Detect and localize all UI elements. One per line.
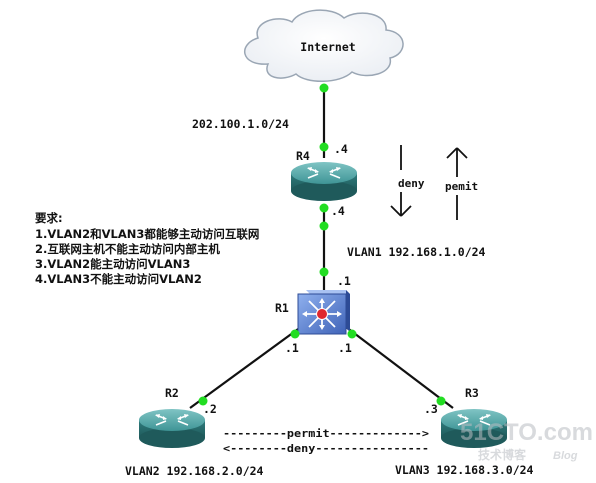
deny-downward-arrow [390,145,412,217]
watermark-blog: Blog [553,450,578,462]
port-indicators [198,83,446,406]
requirement-item: 3.VLAN2能主动访问VLAN3 [35,257,190,271]
watermark-main: 51CTO.com [460,419,593,446]
iface-r3: .3 [424,402,438,416]
network-vlan1-label: VLAN1 192.168.1.0/24 [347,245,486,259]
port-dot [319,221,329,231]
iface-r1-right: .1 [338,341,352,355]
requirements-block: 要求: 1.VLAN2和VLAN3都能够主动访问互联网 2.互联网主机不能主动访… [35,211,259,286]
iface-r4-bottom: .4 [331,204,345,218]
link-r1-r2 [189,323,306,409]
requirement-item: 1.VLAN2和VLAN3都能够主动访问互联网 [35,227,259,241]
router-r2-name: R2 [165,386,179,400]
watermark: 51CTO.com 技术博客 Blog [460,419,593,462]
router-r2-icon [138,408,206,449]
port-dot [198,396,208,406]
deny-label: deny [398,177,425,190]
internet-label: Internet [300,40,355,54]
permit-upward-arrow [446,147,468,220]
multilayer-switch-r1-icon [297,290,350,335]
r2-to-r3-permit-line: ---------permit-------------> [223,428,429,440]
port-dot [290,329,300,339]
port-dot [319,203,329,213]
link-r1-r3 [341,323,454,409]
iface-r4-top: .4 [334,142,348,156]
network-wan-label: 202.100.1.0/24 [192,117,289,131]
requirement-item: 4.VLAN3不能主动访问VLAN2 [35,272,202,286]
port-dot [436,396,446,406]
router-r4-icon [290,161,358,202]
port-dot [319,83,329,93]
internet-cloud-icon: Internet [243,9,404,82]
iface-r1-top: .1 [337,274,351,288]
router-r4-name: R4 [296,149,310,163]
permit-label: pemit [445,180,478,193]
iface-r1-left: .1 [285,341,299,355]
watermark-sub: 技术博客 [478,447,527,462]
requirements-title: 要求: [35,211,63,225]
r3-to-r2-deny-line: <--------deny---------------- [223,443,429,455]
interface-labels: .4 .4 .1 .1 .1 .2 .3 [203,142,438,416]
switch-r1-name: R1 [275,301,289,315]
port-dot [319,267,329,277]
requirement-item: 2.互联网主机不能主动访问内部主机 [35,242,220,256]
iface-r2: .2 [203,402,217,416]
network-vlan2-label: VLAN2 192.168.2.0/24 [125,464,264,478]
router-r3-name: R3 [465,386,479,400]
network-vlan3-label: VLAN3 192.168.3.0/24 [395,463,534,477]
port-dot [319,142,329,152]
port-dot [347,329,357,339]
